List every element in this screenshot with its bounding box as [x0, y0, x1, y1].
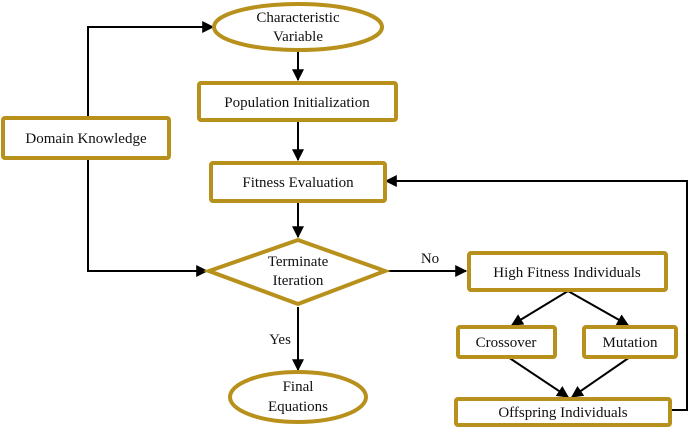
- node-offspring-individuals: Offspring Individuals: [454, 397, 672, 427]
- rect-shape: [582, 325, 678, 359]
- rect-shape: [456, 325, 557, 359]
- population-initialization-label: Population Initialization: [224, 95, 370, 111]
- arrow-domain-to-terminate: [87, 158, 209, 277]
- terminate-iteration-line1: Terminate: [268, 254, 329, 270]
- connectors: [87, 21, 688, 411]
- edge-label-no: No: [421, 251, 439, 267]
- edge-label-yes: Yes: [269, 332, 291, 348]
- node-domain-knowledge: Domain Knowledge: [1, 116, 171, 160]
- rect-shape: [1, 116, 171, 160]
- rect-shape: [467, 251, 668, 292]
- arrow-high-fitness-to-crossover: [510, 290, 569, 326]
- crossover-label: Crossover: [476, 335, 537, 351]
- node-mutation: Mutation: [582, 325, 678, 359]
- node-fitness-evaluation: Fitness Evaluation: [209, 161, 387, 203]
- node-high-fitness-individuals: High Fitness Individuals: [467, 251, 668, 292]
- characteristic-variable-line1: Characteristic: [256, 10, 340, 26]
- node-final-equations: Final Equations: [228, 370, 368, 424]
- arrow-offspring-to-fitness: [384, 175, 688, 411]
- arrow-crossover-to-offspring: [507, 356, 569, 398]
- node-population-initialization: Population Initialization: [197, 81, 398, 122]
- rect-shape: [197, 81, 398, 122]
- mutation-label: Mutation: [603, 335, 658, 351]
- final-equations-line1: Final: [283, 379, 314, 395]
- arrow-mutation-to-offspring: [571, 356, 631, 398]
- fitness-evaluation-label: Fitness Evaluation: [242, 175, 354, 191]
- offspring-individuals-label: Offspring Individuals: [498, 405, 627, 421]
- terminate-iteration-line2: Iteration: [273, 273, 324, 289]
- final-equations-line2: Equations: [268, 399, 328, 415]
- rect-shape: [209, 161, 387, 203]
- node-crossover: Crossover: [456, 325, 557, 359]
- diamond-shape: [203, 237, 391, 307]
- ellipse-shape: [212, 2, 384, 52]
- arrow-domain-to-characteristic: [87, 21, 215, 118]
- node-terminate-iteration: Terminate Iteration: [203, 237, 391, 307]
- ellipse-shape: [228, 370, 368, 424]
- high-fitness-individuals-label: High Fitness Individuals: [493, 265, 641, 281]
- node-characteristic-variable: Characteristic Variable: [212, 2, 384, 52]
- characteristic-variable-line2: Variable: [273, 29, 323, 45]
- rect-shape: [454, 397, 672, 427]
- arrow-high-fitness-to-mutation: [567, 290, 630, 326]
- domain-knowledge-label: Domain Knowledge: [25, 131, 147, 147]
